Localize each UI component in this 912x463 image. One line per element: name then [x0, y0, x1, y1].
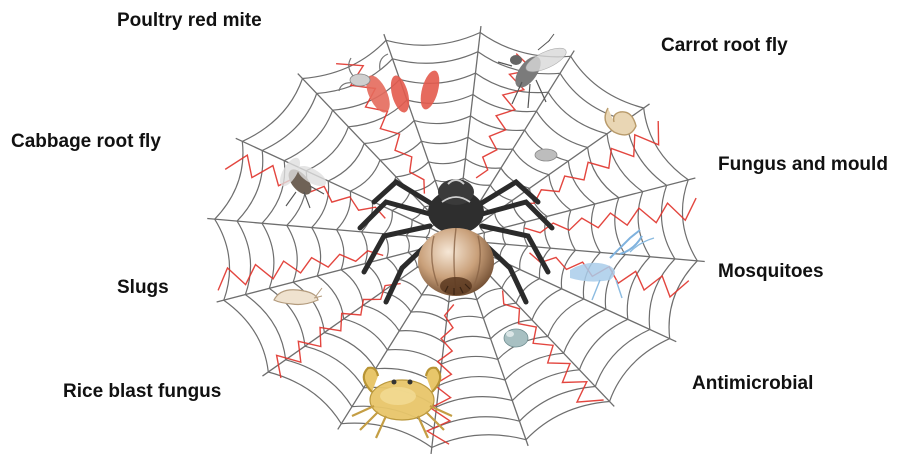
- label-slugs: Slugs: [117, 277, 169, 299]
- spider-leg: [374, 182, 432, 204]
- molecule-chain: [218, 251, 383, 291]
- label-antimicrobial: Antimicrobial: [692, 373, 813, 395]
- label-fungus-and-mould: Fungus and mould: [718, 154, 888, 176]
- bacteria-icon: [504, 329, 528, 347]
- larva-icon: [605, 108, 636, 135]
- mosquito-icon: [570, 230, 654, 300]
- fly-icon: [498, 34, 569, 108]
- label-mosquitoes: Mosquitoes: [718, 261, 824, 283]
- molecule-chain: [518, 121, 659, 204]
- garlic-icon: [418, 228, 494, 296]
- spore-icon: [535, 149, 557, 161]
- label-carrot-root-fly: Carrot root fly: [661, 35, 788, 57]
- label-rice-blast-fungus: Rice blast fungus: [63, 381, 221, 403]
- label-poultry-red-mite: Poultry red mite: [117, 10, 262, 32]
- label-cabbage-root-fly: Cabbage root fly: [11, 131, 161, 153]
- slug-icon: [274, 288, 322, 305]
